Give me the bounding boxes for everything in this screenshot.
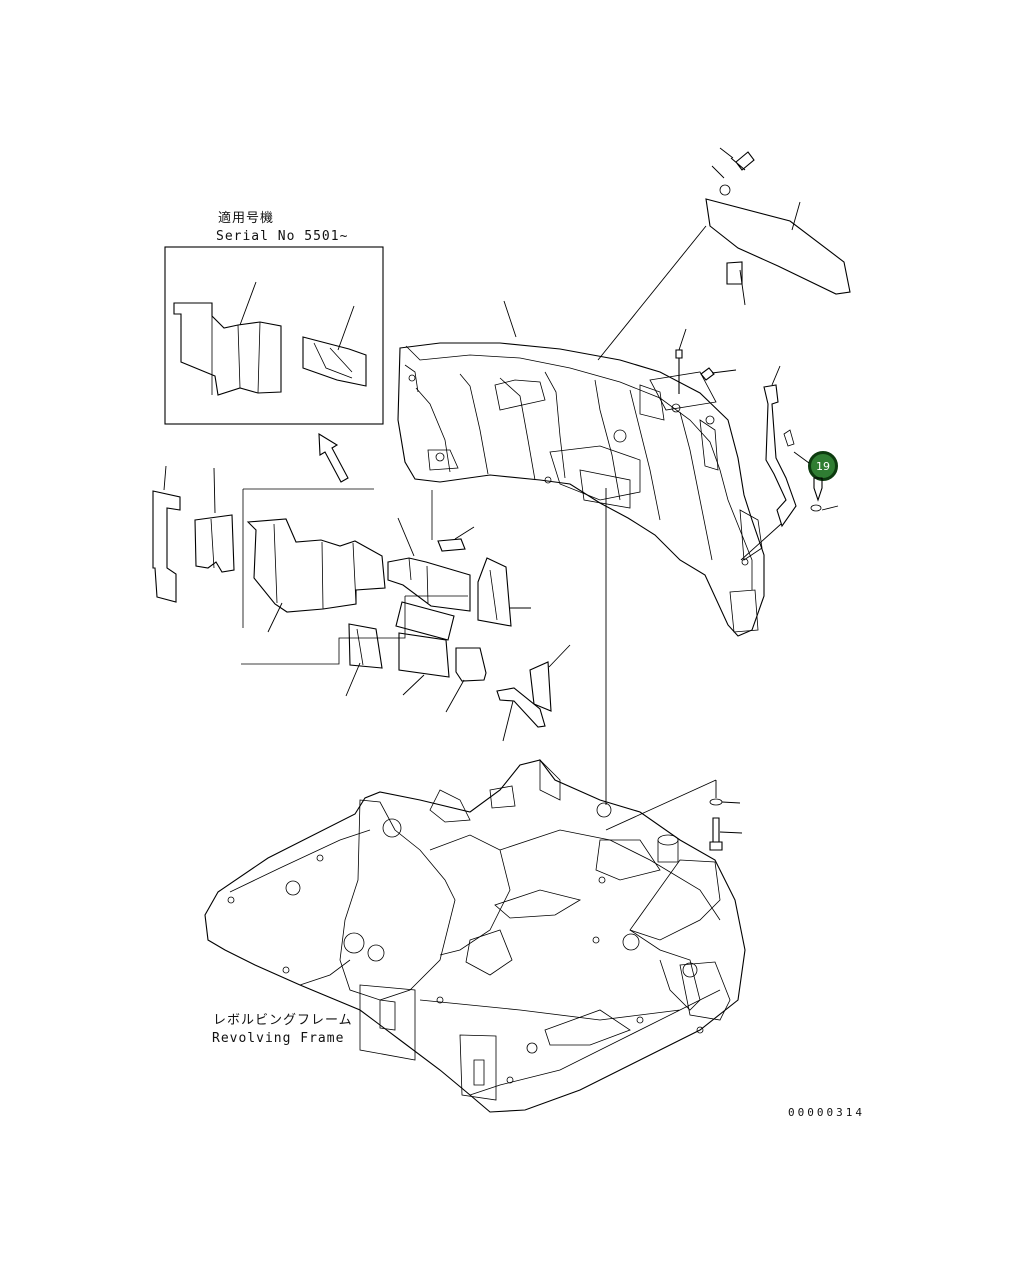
insulator-parts	[152, 465, 571, 742]
top-cover-plate	[597, 147, 851, 413]
counterweight-housing	[397, 300, 765, 637]
drawing-number: 00000314	[788, 1106, 865, 1119]
frame-label-en: Revolving Frame	[212, 1031, 345, 1046]
inset-applicable-label: 適用号機	[218, 211, 275, 226]
frame-label-ja: レボルビングフレーム	[213, 1013, 353, 1028]
part-callout-number: 19	[816, 459, 830, 473]
part-callout-19[interactable]: 19	[808, 451, 838, 481]
revolving-frame	[204, 759, 746, 1113]
inset-box	[164, 246, 384, 425]
side-bracket	[740, 365, 839, 561]
inset-serial-label: Serial No 5501~	[216, 229, 349, 244]
up-arrow	[318, 432, 349, 483]
